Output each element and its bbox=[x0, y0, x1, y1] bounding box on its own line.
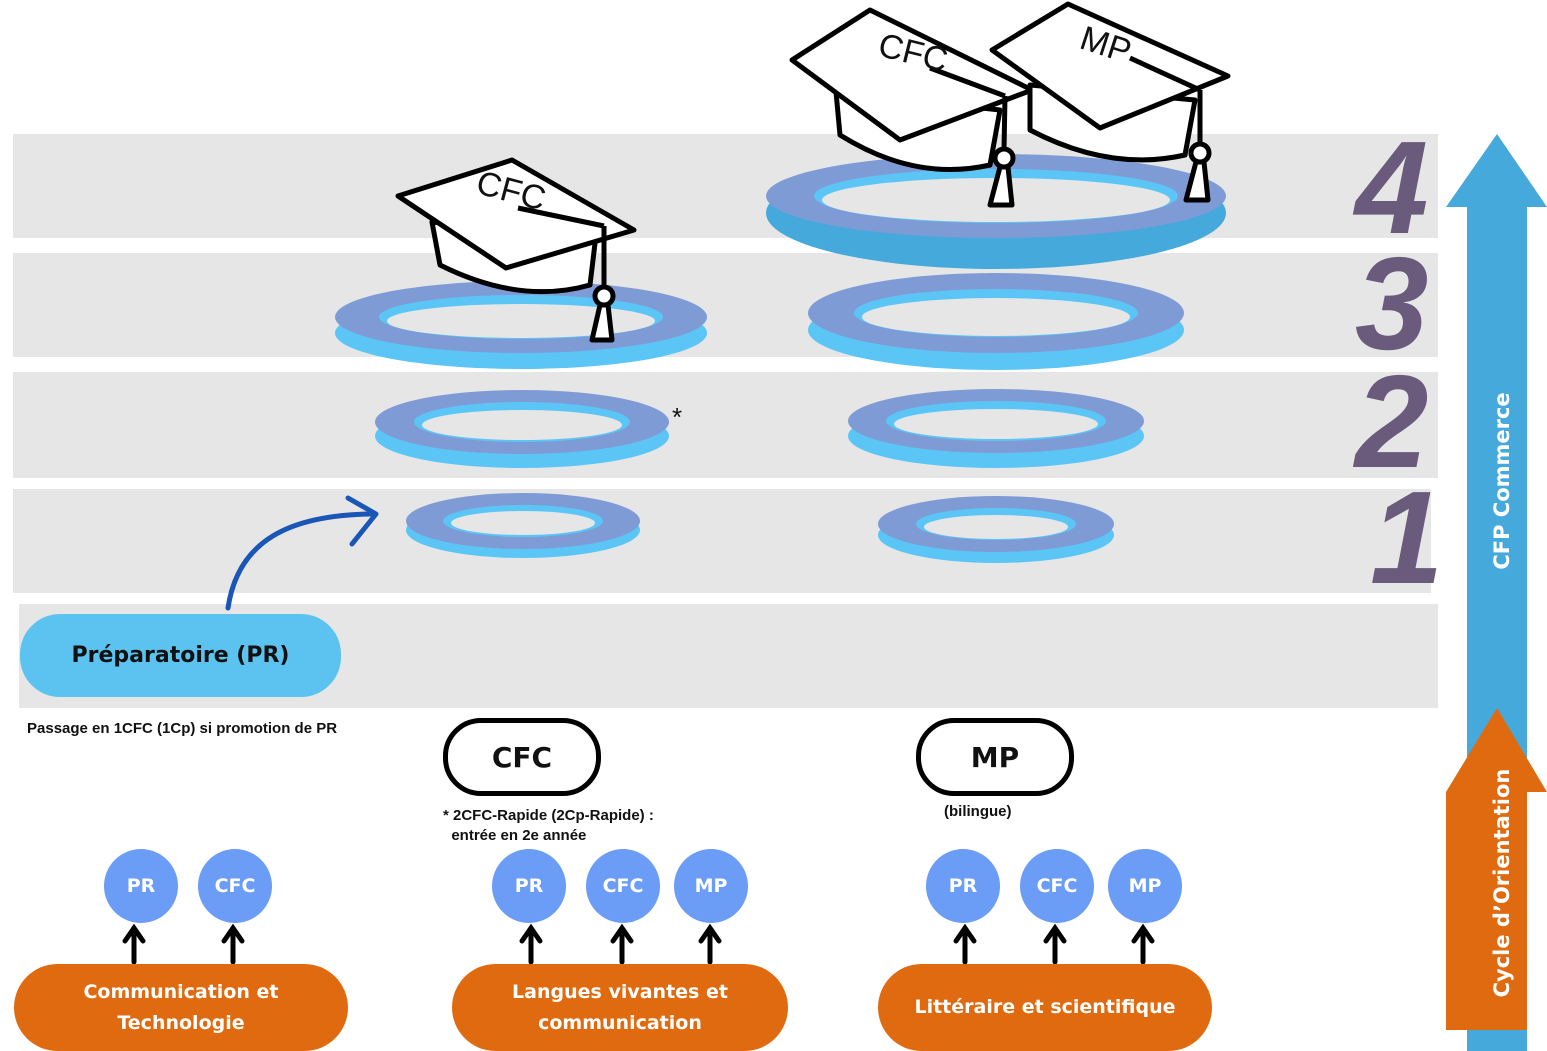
section-communication-technologie[interactable]: Communication et Technologie bbox=[14, 964, 348, 1051]
cfc-track-pill[interactable]: CFC bbox=[443, 718, 601, 796]
option-mp-litteraire[interactable]: MP bbox=[1108, 849, 1182, 923]
preparatoire-pill[interactable]: Préparatoire (PR) bbox=[20, 614, 341, 697]
year-number-3: 3 bbox=[1355, 230, 1429, 377]
option-pr-communication[interactable]: PR bbox=[104, 849, 178, 923]
ring-mp-year2 bbox=[848, 389, 1144, 468]
year-band-2 bbox=[13, 372, 1438, 478]
ring-mp-year3 bbox=[808, 273, 1184, 370]
rapide-asterisk: * bbox=[672, 402, 683, 432]
option-arrows bbox=[122, 923, 1155, 965]
option-pr-litteraire[interactable]: PR bbox=[926, 849, 1000, 923]
ring-cfc-year1 bbox=[406, 493, 640, 558]
graduation-cap-icon-cfc-left bbox=[395, 157, 637, 343]
option-pr-langues[interactable]: PR bbox=[492, 849, 566, 923]
graduation-cap-icon-cfc-right bbox=[789, 7, 1035, 208]
option-cfc-litteraire[interactable]: CFC bbox=[1020, 849, 1094, 923]
ring-mp-year1 bbox=[878, 496, 1114, 563]
passage-note: Passage en 1CFC (1Cp) si promotion de PR bbox=[27, 720, 338, 737]
year-band-3 bbox=[13, 253, 1438, 357]
mp-track-pill[interactable]: MP bbox=[916, 718, 1074, 796]
section-litteraire-scientifique[interactable]: Littéraire et scientifique bbox=[878, 964, 1212, 1051]
section-langues-vivantes[interactable]: Langues vivantes et communication bbox=[452, 964, 788, 1051]
ring-cfc-year2 bbox=[375, 390, 669, 468]
promotion-curve-arrow bbox=[225, 511, 375, 611]
ring-mp-year4 bbox=[766, 154, 1226, 269]
year-number-1: 1 bbox=[1370, 464, 1444, 611]
year-number-2: 2 bbox=[1355, 348, 1429, 495]
rapide-note: * 2CFC-Rapide (2Cp-Rapide) : entrée en 2… bbox=[443, 807, 654, 844]
option-cfc-communication[interactable]: CFC bbox=[198, 849, 272, 923]
cycle-orientation-arrow bbox=[1446, 708, 1547, 1030]
ring-cfc-year3 bbox=[335, 281, 707, 369]
year-band-1 bbox=[13, 489, 1431, 593]
graduation-cap-icon-mp bbox=[989, 1, 1231, 203]
year-number-4: 4 bbox=[1355, 114, 1429, 261]
option-cfc-langues[interactable]: CFC bbox=[586, 849, 660, 923]
bilingue-note: (bilingue) bbox=[944, 803, 1012, 820]
option-mp-langues[interactable]: MP bbox=[674, 849, 748, 923]
